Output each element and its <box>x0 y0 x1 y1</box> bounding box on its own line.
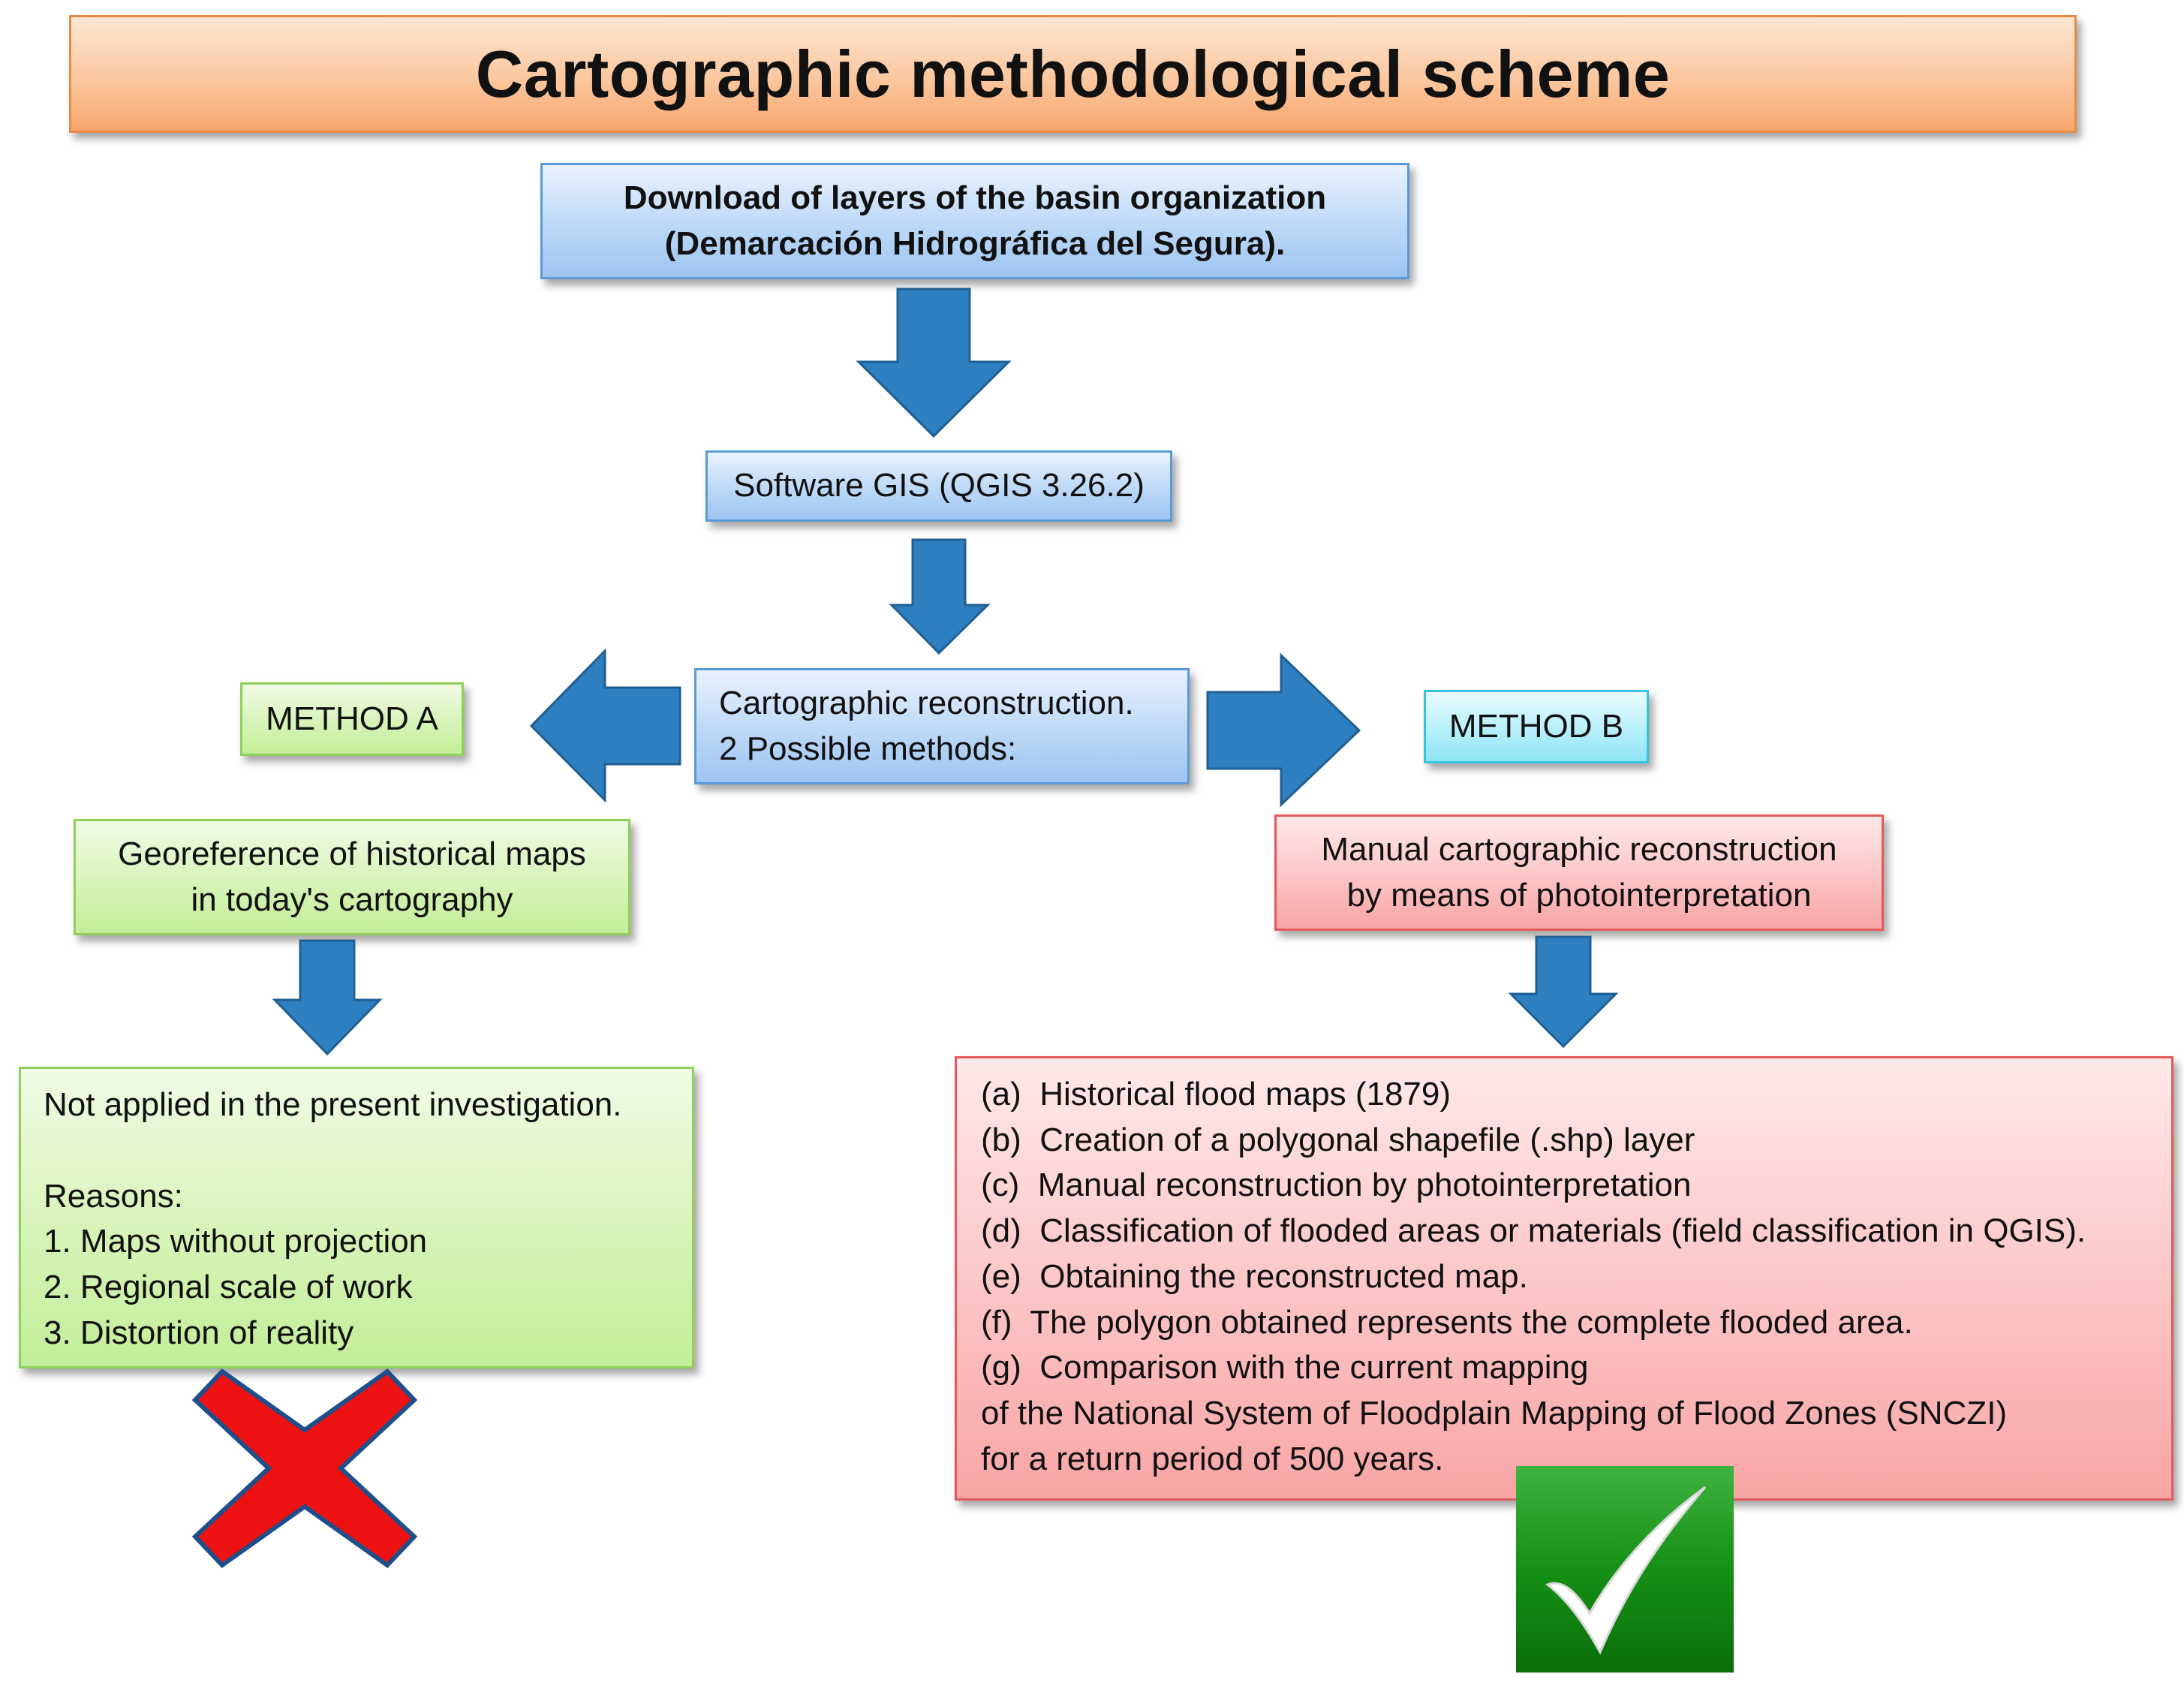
cartographic-reconstruction-box: Cartographic reconstruction. 2 Possible … <box>694 668 1190 784</box>
step-item: (b) Creation of a polygonal shapefile (.… <box>981 1121 1695 1158</box>
reason-item: 2. Regional scale of work <box>44 1269 413 1306</box>
method-b-label: METHOD B <box>1424 690 1649 763</box>
method-b-text: METHOD B <box>1448 707 1624 745</box>
step-item: (g) Comparison with the current mapping <box>981 1349 1589 1386</box>
not-applied-heading: Not applied in the present investigation… <box>44 1086 622 1123</box>
not-applied-box: Not applied in the present investigation… <box>19 1067 694 1368</box>
manual-reconstruction-box: Manual cartographic reconstruction by me… <box>1274 814 1884 931</box>
arrow-down-icon <box>1508 935 1619 1049</box>
step-item: (c) Manual reconstruction by photointerp… <box>981 1167 1692 1204</box>
software-gis-box: Software GIS (QGIS 3.26.2) <box>705 450 1172 522</box>
green-check-icon <box>1516 1466 1734 1672</box>
manual-line-1: Manual cartographic reconstruction <box>1321 830 1837 868</box>
method-a-label: METHOD A <box>240 682 464 756</box>
red-x-icon <box>191 1368 418 1568</box>
reason-item: 3. Distortion of reality <box>44 1314 354 1351</box>
download-line-2: (Demarcación Hidrográfica del Segura). <box>664 224 1286 262</box>
step-item: for a return period of 500 years. <box>981 1440 1444 1477</box>
arrow-down-icon <box>856 288 1012 438</box>
reasons-label: Reasons: <box>44 1177 183 1215</box>
page-title: Cartographic methodological scheme <box>69 15 2077 133</box>
arrow-left-icon <box>529 648 681 803</box>
download-line-1: Download of layers of the basin organiza… <box>623 179 1327 216</box>
step-item: (d) Classification of flooded areas or m… <box>981 1212 2086 1250</box>
reason-item: 1. Maps without projection <box>44 1223 428 1260</box>
arrow-down-icon <box>272 939 383 1056</box>
method-b-steps-box: (a) Historical flood maps (1879) (b) Cre… <box>955 1056 2173 1501</box>
step-item: of the National System of Floodplain Map… <box>981 1395 2008 1432</box>
reconstruction-line-2: 2 Possible methods: <box>719 730 1017 767</box>
reconstruction-line-1: Cartographic reconstruction. <box>719 684 1134 721</box>
georeference-line-2: in today's cartography <box>191 881 513 918</box>
arrow-right-icon <box>1206 652 1361 808</box>
method-a-text: METHOD A <box>266 700 438 737</box>
step-item: (e) Obtaining the reconstructed map. <box>981 1257 1528 1295</box>
software-label: Software GIS (QGIS 3.26.2) <box>733 467 1145 504</box>
georeference-box: Georeference of historical maps in today… <box>74 819 630 935</box>
georeference-line-1: Georeference of historical maps <box>118 835 586 872</box>
step-item: (f) The polygon obtained represents the … <box>981 1303 1913 1341</box>
manual-line-2: by means of photointerpretation <box>1346 876 1812 914</box>
download-layers-box: Download of layers of the basin organiza… <box>540 163 1409 279</box>
step-item: (a) Historical flood maps (1879) <box>981 1076 1451 1112</box>
arrow-down-icon <box>889 538 991 655</box>
